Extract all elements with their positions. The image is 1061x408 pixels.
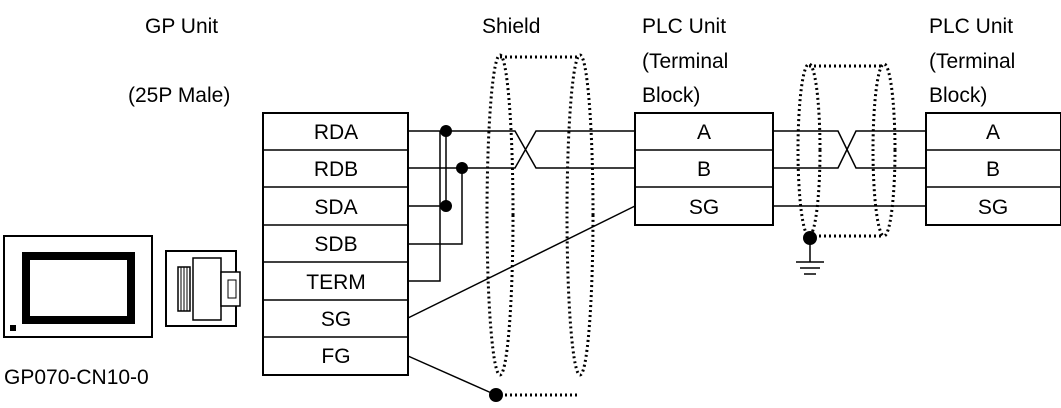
plc1-terminal-frame — [634, 112, 774, 226]
gp-pin-label: RDA — [314, 121, 358, 144]
sg-wire-gp-plc1 — [407, 205, 636, 319]
plc1-terminal-block: A B SG — [634, 112, 774, 226]
gp-pin-label: RDB — [314, 158, 358, 181]
connector-icon — [165, 250, 241, 327]
shield-1 — [407, 53, 595, 402]
plc2-pin-label: B — [986, 158, 1000, 181]
twisted-wire-a2 — [773, 130, 926, 169]
gp-terminal-block: RDA RDB SDA SDB TERM SG FG — [262, 112, 409, 376]
twisted-pair-1 — [407, 130, 636, 319]
shield-ellipse-left — [485, 53, 515, 377]
plc1-title-line3: Block) — [642, 84, 700, 107]
gp-pin-label: SDA — [314, 196, 357, 219]
plc2-pin-label: SG — [978, 196, 1008, 219]
shield-2 — [796, 62, 897, 245]
plc1-pin-label: SG — [689, 196, 719, 219]
gp-pin-label: FG — [321, 345, 350, 368]
fg-to-shield-wire — [407, 355, 497, 396]
plc1-pin-label: A — [697, 121, 711, 144]
gp-connector-label: (25P Male) — [128, 84, 230, 107]
shield-ground-dot — [489, 388, 503, 402]
plc2-title-line1: PLC Unit — [929, 15, 1013, 38]
gp-device-label: GP070-CN10-0 — [4, 366, 149, 389]
shield-label: Shield — [482, 15, 540, 38]
twisted-wire-a — [446, 130, 635, 169]
shield2-ellipse-left — [796, 62, 822, 238]
ground-icon — [796, 238, 824, 275]
gp-pin-label: SG — [321, 308, 351, 331]
plc2-pin-label: A — [986, 121, 1000, 144]
gp-terminal-frame — [262, 112, 409, 376]
plc2-terminal-block: A B SG — [925, 112, 1061, 226]
plc2-terminal-frame — [925, 112, 1061, 226]
gp-jumper-wires — [408, 125, 468, 282]
plc1-pin-label: B — [697, 158, 711, 181]
plc1-title-line2: (Terminal — [642, 50, 728, 73]
junction-dot — [440, 200, 452, 212]
rdb-sdb-jumper — [408, 167, 463, 245]
term-jumper — [408, 131, 441, 282]
plc1-title-line1: PLC Unit — [642, 15, 726, 38]
twisted-wire-b2 — [773, 130, 926, 169]
gp-pin-label: SDB — [314, 233, 357, 256]
plc2-title-line3: Block) — [929, 84, 987, 107]
gp-display-icon — [3, 235, 153, 338]
shield2-ellipse-right — [871, 62, 897, 238]
gp-pin-label: TERM — [306, 271, 366, 294]
shield-ellipse-right — [565, 53, 595, 377]
gp-unit-label: GP Unit — [145, 15, 218, 38]
plc2-title-line2: (Terminal — [929, 50, 1015, 73]
twisted-pair-2 — [773, 130, 926, 207]
